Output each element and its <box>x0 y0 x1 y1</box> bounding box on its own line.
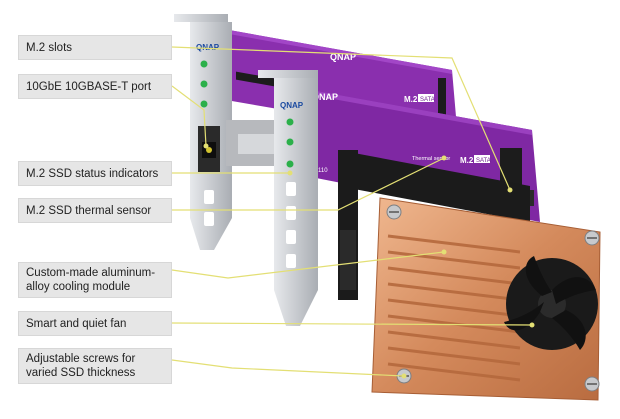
front-pcb-brand: QNAP <box>312 92 338 102</box>
cooling-module <box>371 197 601 401</box>
callout-adjustable-screws: Adjustable screws for varied SSD thickne… <box>18 348 172 384</box>
slot-size-label: 110 <box>318 168 328 174</box>
thermal-sensor-label: Thermal sensor <box>412 156 450 162</box>
callout-label: M.2 slots <box>26 41 73 54</box>
callout-cooling-module: Custom-made aluminum-alloy cooling modul… <box>18 262 172 298</box>
screw-icon <box>584 230 600 246</box>
m2-ssd <box>338 150 530 300</box>
front-bracket: QNAP <box>258 70 318 326</box>
back-bracket-brand: QNAP <box>196 43 220 52</box>
callout-10gbe-port: 10GbE 10GBASE-T port <box>18 74 172 99</box>
fan-icon <box>504 256 598 350</box>
led-icon <box>200 60 208 68</box>
back-pcb-sata: SATA <box>420 97 435 103</box>
led-icon <box>286 160 294 168</box>
front-pcb-sata: SATA <box>476 158 491 164</box>
led-icon <box>286 138 294 146</box>
callout-fan: Smart and quiet fan <box>18 311 172 336</box>
back-bracket: QNAP <box>174 14 232 250</box>
front-pcb-m2: M.2 <box>460 156 474 165</box>
front-bracket-brand: QNAP <box>280 101 304 110</box>
callout-label: 10GbE 10GBASE-T port <box>26 80 152 93</box>
callout-label: Custom-made aluminum-alloy cooling modul… <box>26 267 156 293</box>
callout-status-indicators: M.2 SSD status indicators <box>18 161 172 186</box>
callout-m2-slots: M.2 slots <box>18 35 172 60</box>
callout-label: Adjustable screws for varied SSD thickne… <box>26 353 136 379</box>
callout-label: Smart and quiet fan <box>26 317 127 330</box>
back-pcb-brand: QNAP <box>330 52 356 62</box>
led-icon <box>200 80 208 88</box>
led-icon <box>286 118 294 126</box>
leader-lines <box>171 46 533 377</box>
led-icon <box>200 100 208 108</box>
back-pcb-m2: M.2 <box>404 95 418 104</box>
screw-icon <box>386 204 402 220</box>
callout-label: M.2 SSD status indicators <box>26 167 159 180</box>
leader-dots <box>203 143 535 379</box>
screw-icon <box>584 376 600 392</box>
callout-label: M.2 SSD thermal sensor <box>26 204 152 217</box>
back-m2-slot <box>438 78 446 122</box>
callout-thermal-sensor: M.2 SSD thermal sensor <box>18 198 172 223</box>
